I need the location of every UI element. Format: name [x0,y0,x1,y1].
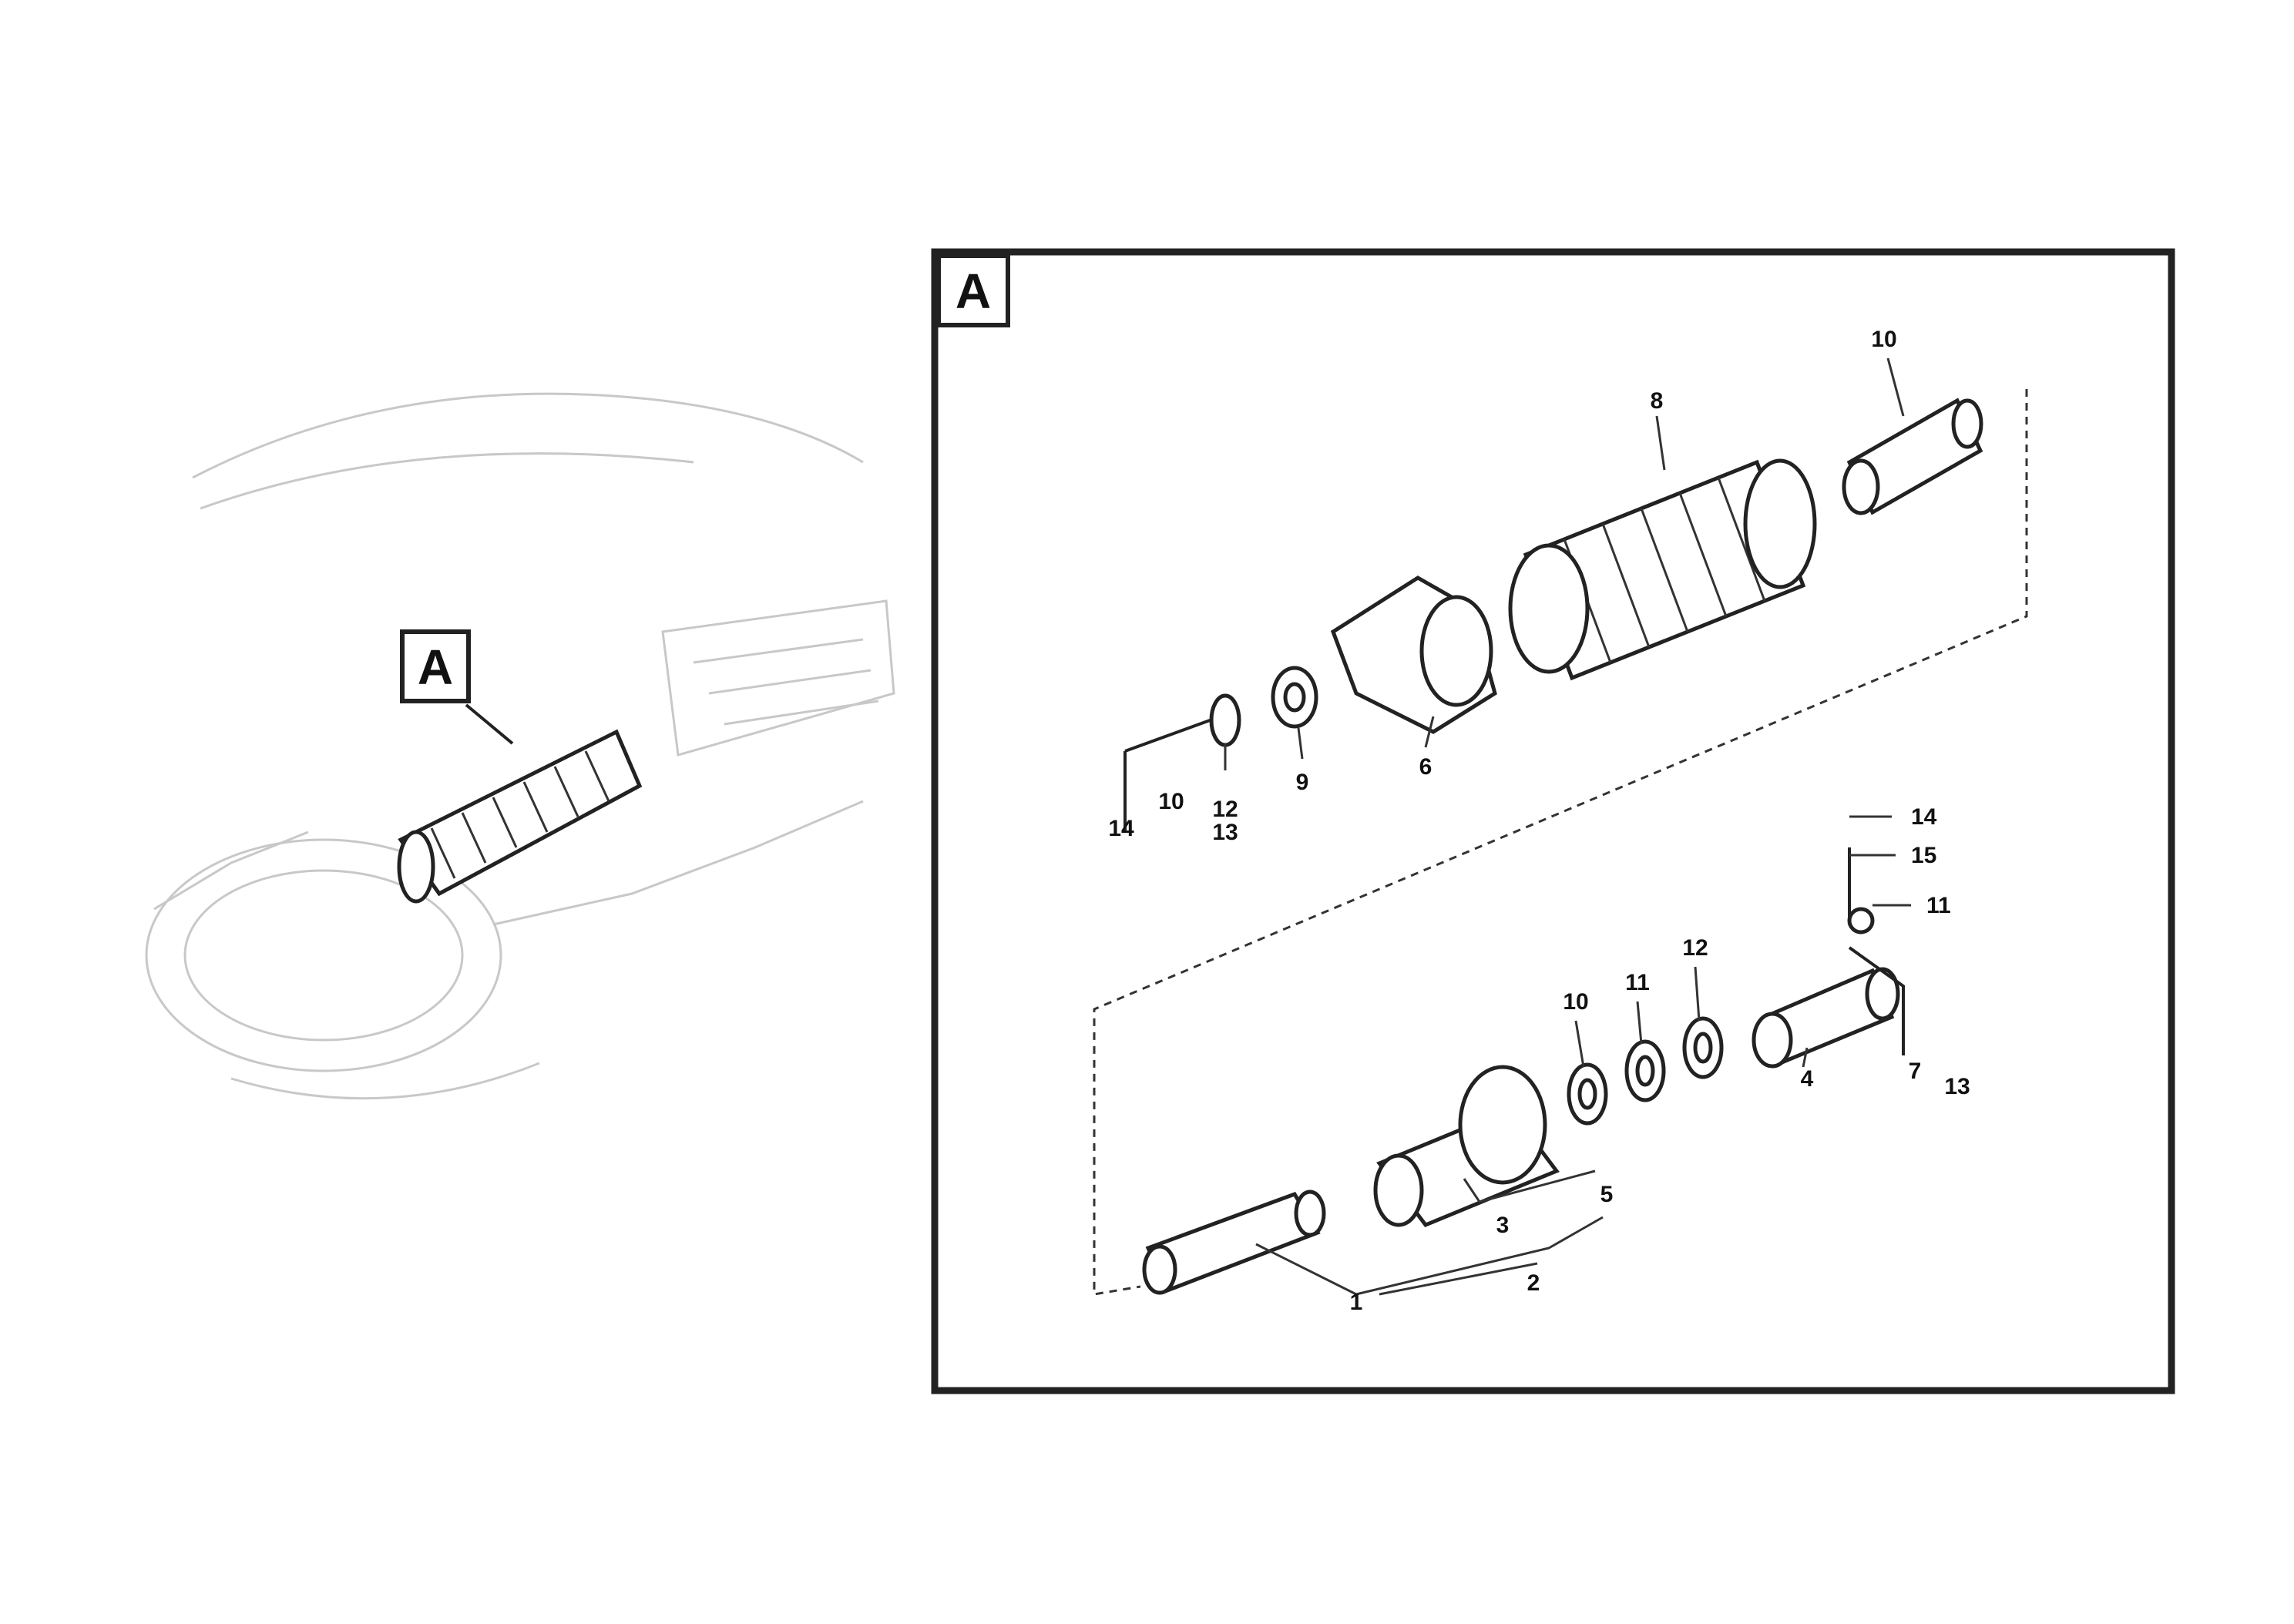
callout-bolt-a: 14 [1108,816,1134,841]
overview-label-box [400,629,471,703]
callout-bolt-b: 10 [1158,789,1184,814]
callout-r4: 7 [1909,1059,1922,1084]
callout-r5: 13 [1944,1074,1970,1099]
callout-r3: 11 [1926,893,1951,918]
overview-leader [465,703,514,745]
callout-bracket: 6 [1419,754,1432,780]
callout-base-1: 1 [1350,1290,1363,1315]
callout-ring1: 10 [1563,989,1588,1015]
detail-frame [931,248,2175,1394]
overview-machine [145,392,895,1100]
callout-base-2: 2 [1527,1270,1540,1296]
lower-assembly [1142,847,1905,1296]
callout-leaders [1224,357,1911,1068]
callouts: 10 8 6 9 12 14 10 13 14 15 11 10 11 12 4… [1108,327,1970,1315]
detail-label: A [956,263,991,319]
callout-bolt-c: 13 [1212,820,1238,845]
assembly-guide [1093,389,2028,1296]
callout-nut: 9 [1296,770,1309,795]
callout-top-right: 10 [1871,327,1896,352]
callout-washer: 12 [1212,797,1238,822]
upper-assembly [1123,398,1983,832]
callout-base-4: 5 [1600,1182,1614,1207]
callout-r1: 14 [1911,804,1937,830]
overview-spring [397,729,643,904]
callout-cylinder: 4 [1801,1066,1814,1092]
callout-base-3: 3 [1496,1213,1510,1238]
detail-label-box [936,253,1010,327]
callout-ring2: 11 [1625,970,1650,995]
callout-spring: 8 [1651,388,1664,414]
callout-ring3: 12 [1682,935,1708,961]
overview-label: A [418,639,453,695]
callout-r2: 15 [1911,843,1936,868]
